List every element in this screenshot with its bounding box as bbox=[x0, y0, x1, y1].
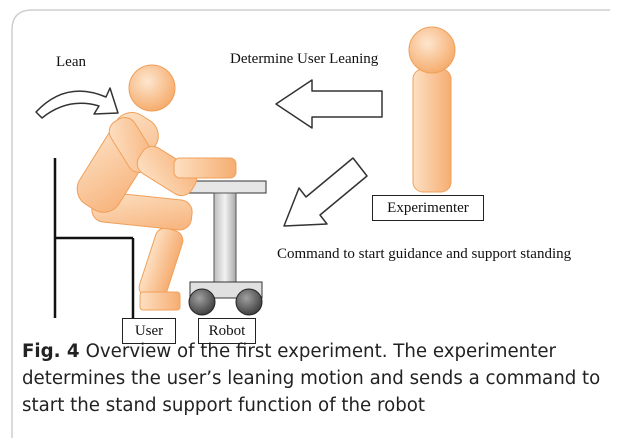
user-box: User bbox=[122, 318, 176, 344]
determine-arrow-icon bbox=[275, 79, 383, 129]
frame-border bbox=[11, 9, 610, 438]
experimenter-head bbox=[408, 26, 456, 74]
experimenter-box: Experimenter bbox=[372, 195, 484, 221]
caption-label: Fig. 4 bbox=[22, 341, 80, 362]
command-arrow-icon bbox=[283, 157, 368, 227]
robot-wheel-right bbox=[235, 288, 263, 316]
caption-text: Overview of the first experiment. The ex… bbox=[22, 341, 601, 416]
chair bbox=[53, 158, 135, 318]
robot-box: Robot bbox=[198, 318, 256, 344]
user-head bbox=[128, 64, 176, 112]
lean-arrow-icon bbox=[35, 87, 119, 119]
experimenter-figure bbox=[408, 26, 456, 193]
robot-illustration bbox=[175, 180, 267, 316]
lean-label: Lean bbox=[56, 54, 86, 70]
robot-wheel-left bbox=[188, 288, 216, 316]
command-label: Command to start guidance and support st… bbox=[277, 246, 572, 262]
user-figure bbox=[76, 64, 237, 311]
determine-label: Determine User Leaning bbox=[230, 51, 379, 67]
